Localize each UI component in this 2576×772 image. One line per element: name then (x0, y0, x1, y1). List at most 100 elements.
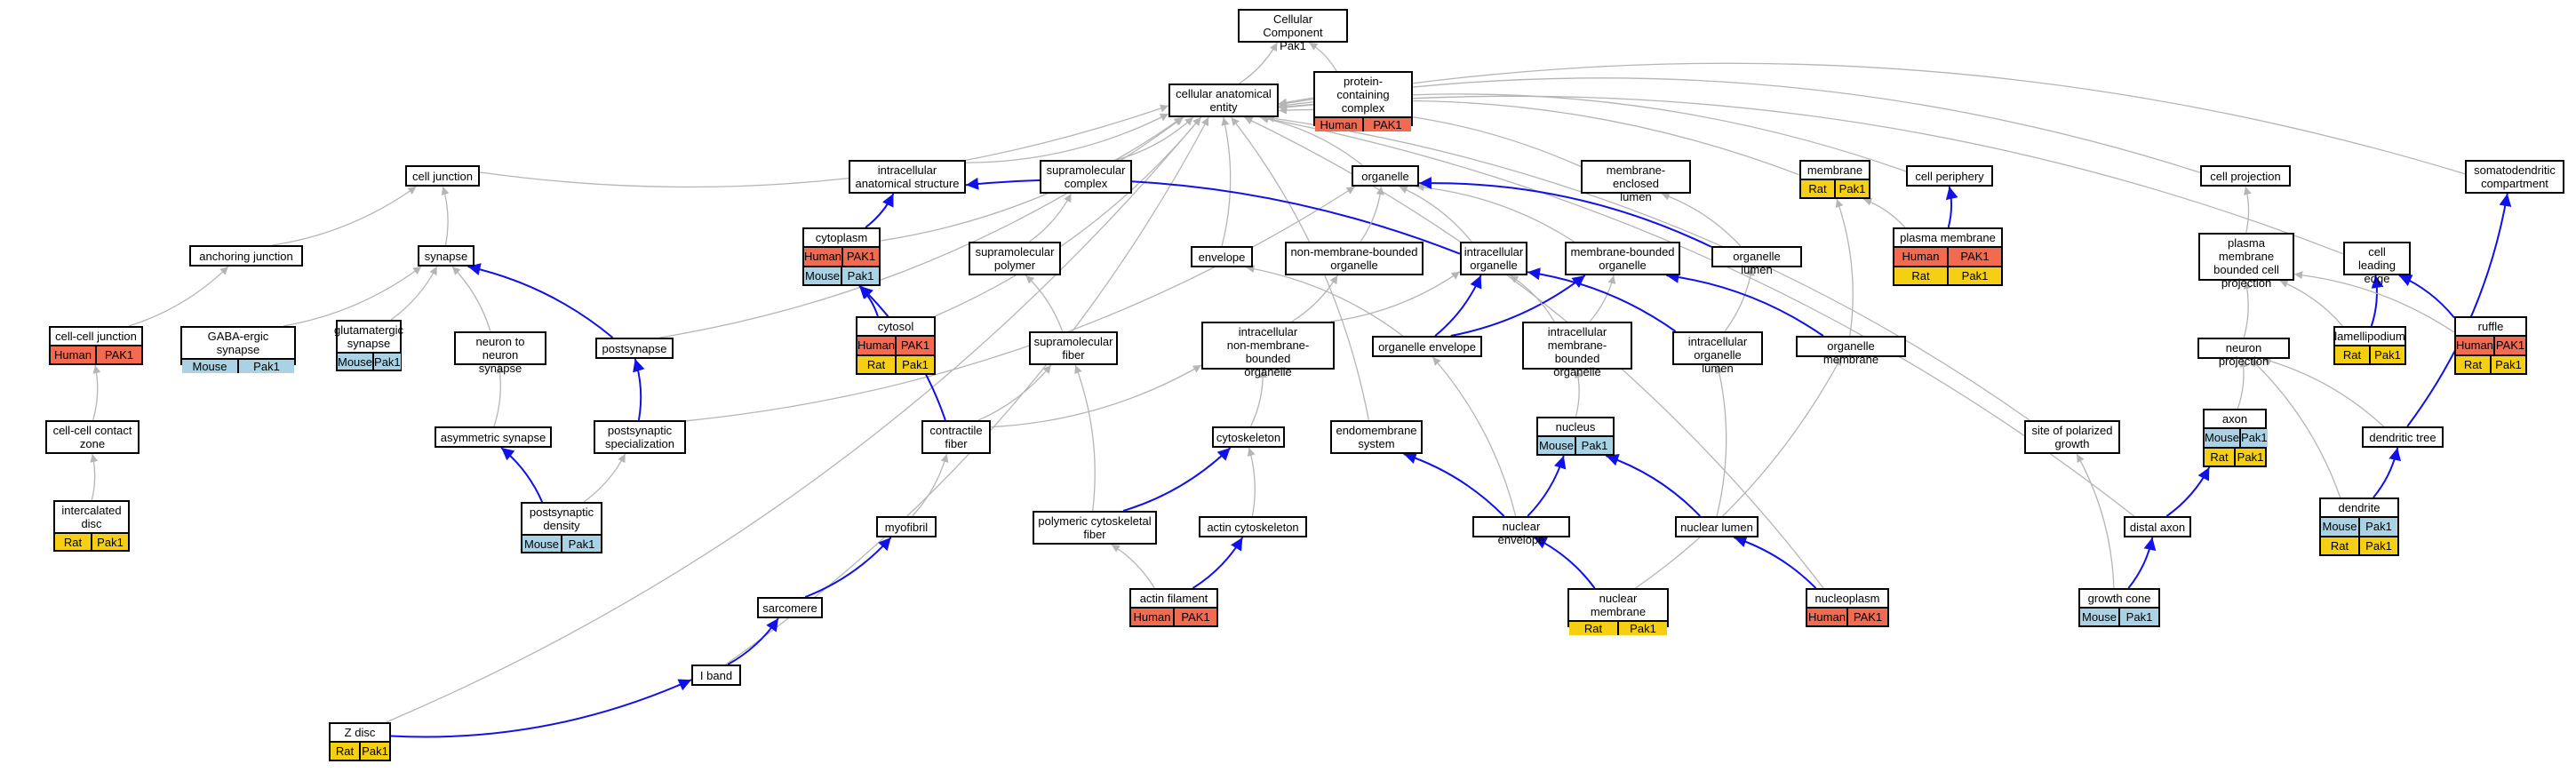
node-pmbcp[interactable]: plasma membrane bounded cell projection (2198, 233, 2294, 290)
edge-imbo-to-io (1509, 275, 1555, 322)
edge-gc-to-dax (2127, 537, 2157, 589)
node-sarc[interactable]: sarcomere (757, 597, 823, 618)
node-pcf[interactable]: polymeric cytoskeletal fiber (1033, 511, 1157, 545)
node-dax[interactable]: distal axon (2124, 516, 2191, 537)
edge-dt-to-np (2262, 357, 2384, 427)
edge-io-to-ias (965, 177, 1461, 255)
node-cj[interactable]: cell junction (405, 165, 480, 187)
node-omem[interactable]: organelle membrane (1796, 336, 1906, 366)
edge-pcf-to-csk (1122, 447, 1232, 512)
edge-nenv-to-ems (1403, 451, 1505, 517)
node-env[interactable]: envelope (1191, 246, 1253, 267)
node-label: cell projection (2210, 169, 2281, 183)
species-tag-rat: Pak1 (2369, 346, 2405, 363)
node-oenv[interactable]: organelle envelope (1372, 336, 1482, 357)
edge-iol-to-ol (1724, 267, 1755, 332)
node-csk[interactable]: cytoskeleton (1212, 426, 1285, 448)
edge-nmem-to-nenv (1533, 537, 1596, 589)
node-mel[interactable]: membrane-enclosed lumen (1581, 160, 1691, 203)
species-tag-rat: Rat (1569, 622, 1617, 635)
species-tag-mouse: Mouse (2321, 518, 2358, 536)
node-cper[interactable]: cell periphery (1906, 165, 1993, 187)
edge-aj-to-cj (272, 186, 417, 246)
node-np[interactable]: neuron projection (2197, 338, 2290, 368)
node-syn[interactable]: synapse (418, 245, 475, 267)
node-cccz[interactable]: cell-cell contact zone (45, 420, 140, 454)
node-nns[interactable]: neuron to neuron synapse (454, 331, 546, 375)
species-tag-human: PAK1 (1947, 248, 2001, 266)
node-dt[interactable]: dendritic tree (2362, 426, 2444, 448)
edge-smf-to-smp (1025, 275, 1064, 332)
node-smf[interactable]: supramolecular fiber (1029, 331, 1118, 365)
species-tag-mouse: Pak1 (2118, 609, 2158, 625)
species-tag-rat: Pak1 (359, 743, 389, 760)
species-tag-human: Human (1315, 118, 1362, 131)
node-nlum[interactable]: nuclear lumen (1675, 516, 1759, 537)
node-myo[interactable]: myofibril (876, 516, 937, 537)
node-inmbo[interactable]: intracellular non-membrane-bounded organ… (1201, 322, 1335, 378)
node-smp[interactable]: supramolecular polymer (969, 242, 1061, 275)
node-aj[interactable]: anchoring junction (189, 245, 303, 267)
node-iol[interactable]: intracellular organelle lumen (1672, 331, 1763, 375)
node-smc[interactable]: supramolecular complex (1040, 160, 1132, 194)
edge-cccz-to-ccj (92, 364, 101, 421)
node-org[interactable]: organelle (1352, 165, 1419, 187)
node-label: actin cytoskeleton (1207, 520, 1299, 534)
edge-pcf-to-smf (1074, 364, 1096, 512)
node-io[interactable]: intracellular organelle (1460, 242, 1527, 275)
node-spg[interactable]: site of polarized growth (2024, 420, 2120, 454)
edge-imbo-to-mbo (1589, 275, 1616, 322)
node-cf[interactable]: contractile fiber (921, 420, 991, 454)
node-cproj[interactable]: cell projection (2200, 165, 2291, 187)
node-ol[interactable]: organelle lumen (1711, 246, 1802, 276)
node-mbo[interactable]: membrane-bounded organelle (1565, 242, 1680, 275)
node-cae[interactable]: cellular anatomical entity (1168, 84, 1279, 117)
node-psyn[interactable]: postsynapse (595, 338, 674, 359)
node-asyn[interactable]: asymmetric synapse (435, 426, 552, 448)
node-imbo[interactable]: intracellular membrane-bounded organelle (1522, 322, 1632, 378)
node-iband[interactable]: I band (691, 665, 741, 686)
node-root[interactable]: Cellular Component Pak1 (1238, 9, 1348, 52)
edge-cproj-to-cae (1278, 77, 2201, 173)
node-cle[interactable]: cell leading edge (2343, 242, 2411, 285)
node-pss[interactable]: postsynaptic specialization (594, 420, 686, 454)
node-nmbo[interactable]: non-membrane-bounded organelle (1285, 242, 1424, 275)
node-acsk[interactable]: actin cytoskeleton (1199, 516, 1307, 537)
edge-af-to-acsk (1192, 537, 1244, 589)
node-label: cytosol (877, 320, 914, 333)
node-label: synapse (424, 249, 468, 263)
species-tag-rat: Pak1 (2490, 355, 2525, 373)
node-label: anchoring junction (199, 249, 293, 263)
node-nenv[interactable]: nuclear envelope (1472, 516, 1570, 546)
species-tag-rat: Rat (1894, 267, 1947, 284)
node-sdc[interactable]: somatodendritic compartment (2465, 160, 2564, 194)
edge-myo-to-cf (912, 453, 949, 517)
node-label: non-membrane-bounded organelle (1290, 245, 1418, 272)
species-tag-mouse: Mouse (522, 536, 561, 552)
node-label: cell periphery (1915, 169, 1984, 183)
node-ias[interactable]: intracellular anatomical structure (849, 160, 966, 194)
node-ems[interactable]: endomembrane system (1330, 420, 1423, 454)
